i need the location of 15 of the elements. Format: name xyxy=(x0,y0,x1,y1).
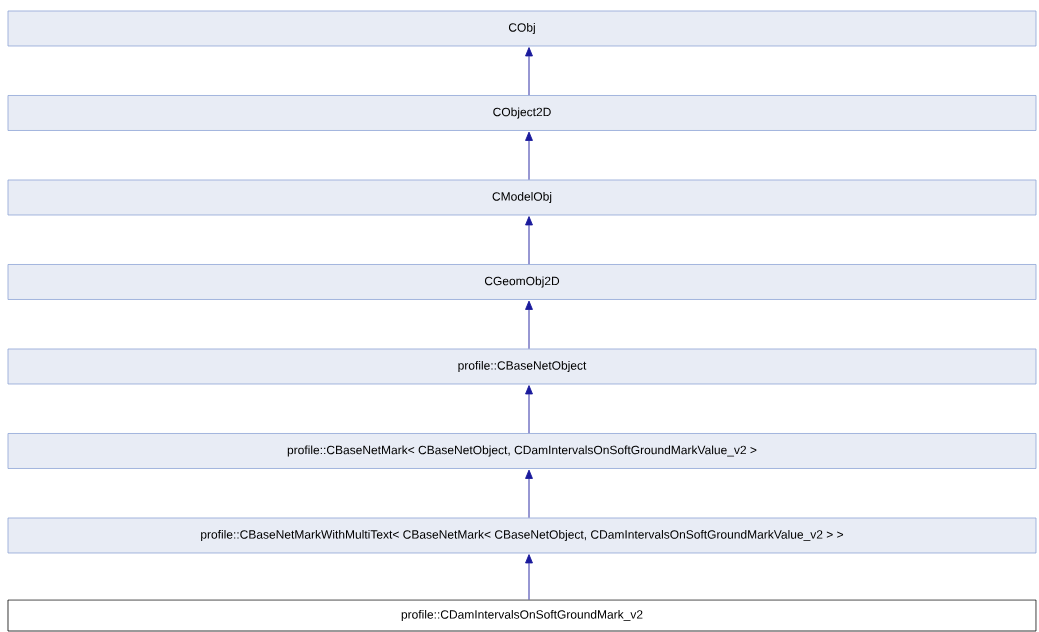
class-box: CGeomObj2D xyxy=(7,264,1037,300)
arrow xyxy=(525,385,533,434)
class-box: CModelObj xyxy=(7,179,1037,216)
arrow xyxy=(525,300,533,350)
arrow xyxy=(525,216,533,265)
class-box: CObj xyxy=(7,10,1037,47)
arrow xyxy=(525,131,533,181)
arrow xyxy=(525,554,533,601)
class-box: profile::CBaseNetObject xyxy=(7,348,1037,385)
class-box: CObject2D xyxy=(7,95,1037,131)
class-box: profile::CDamIntervalsOnSoftGroundMark_v2 xyxy=(7,599,1037,632)
class-box: profile::CBaseNetMark< CBaseNetObject, CDamIntervalsOnSoftGroundMarkValue_v2 > xyxy=(7,433,1037,469)
class-box: profile::CBaseNetMarkWithMultiText< CBaseNetMark< CBaseNetObject, CDamIntervalsOnSoftGroundMarkValue_v2 > > xyxy=(7,517,1037,554)
arrow xyxy=(525,47,533,96)
arrow xyxy=(525,469,533,519)
